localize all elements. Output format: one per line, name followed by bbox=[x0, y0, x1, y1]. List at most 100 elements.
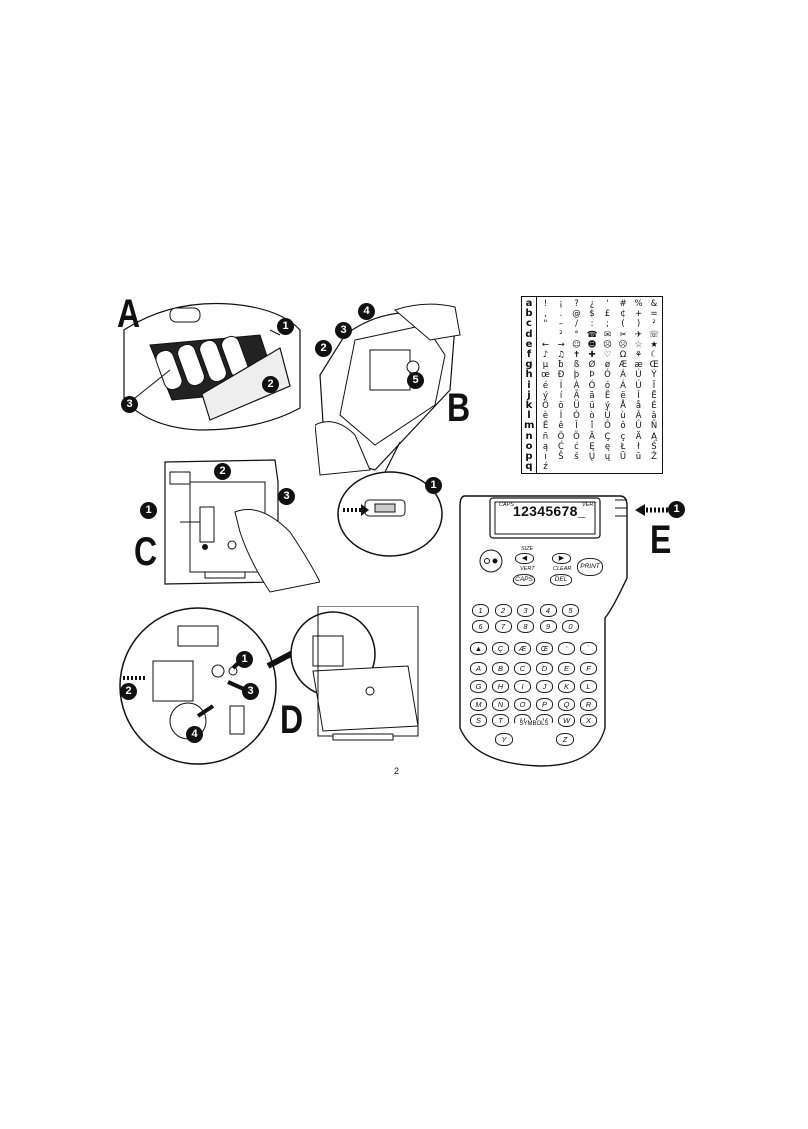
key-1-2[interactable]: 8 bbox=[517, 620, 534, 633]
key-2-2[interactable]: Æ bbox=[514, 642, 531, 655]
symbols-table-cell: Đ bbox=[557, 370, 565, 381]
key-1-1[interactable]: 7 bbox=[494, 620, 512, 633]
key-2-3[interactable]: Œ bbox=[536, 642, 553, 655]
figure-d-callout-3: 3 bbox=[242, 683, 259, 700]
print-button[interactable]: PRINT bbox=[577, 558, 603, 576]
key-2-0[interactable]: ▲ bbox=[470, 642, 487, 655]
symbols-table-cell: Ū bbox=[619, 452, 627, 462]
figure-d-callout-2: 2 bbox=[120, 683, 137, 700]
key-3-5[interactable]: F bbox=[580, 662, 597, 675]
symbols-table-cell: Â bbox=[635, 411, 642, 422]
symbols-table-cell: ¿ bbox=[589, 299, 595, 309]
symbols-table-cell: ų bbox=[604, 452, 611, 462]
symbols-table-cell: Ô bbox=[604, 421, 611, 432]
symbols-table-cell: ✉ bbox=[603, 329, 612, 340]
symbols-table-cell: ♪ bbox=[542, 350, 549, 360]
symbols-row-key: l bbox=[527, 410, 531, 422]
key-5-3[interactable]: P bbox=[536, 698, 553, 711]
symbols-table-cell: ✚ bbox=[588, 350, 596, 360]
figure-d-callout-4: 4 bbox=[186, 726, 203, 743]
symbols-table-cell: Ž bbox=[651, 452, 657, 462]
symbols-row-key: q bbox=[525, 461, 533, 473]
symbols-table-cell: Ò bbox=[573, 411, 580, 422]
symbols-table-cell: ☹ bbox=[618, 339, 628, 350]
symbols-table-cell: ù bbox=[620, 411, 626, 422]
symbols-table-cell: Þ bbox=[589, 370, 595, 381]
symbols-table-cell: Ś bbox=[651, 441, 657, 452]
lcd-vert-indicator: VERT bbox=[582, 502, 597, 508]
y-key[interactable]: Y bbox=[495, 733, 513, 746]
key-0-0[interactable]: 1 bbox=[472, 604, 489, 617]
key-3-2[interactable]: C bbox=[514, 662, 531, 675]
key-4-3[interactable]: J bbox=[536, 680, 553, 693]
symbols-table-cell: ⚘ bbox=[634, 350, 643, 360]
symbols-row-key: i bbox=[527, 379, 531, 391]
key-1-3[interactable]: 9 bbox=[539, 620, 557, 633]
symbols-table-cell: ♫ bbox=[557, 350, 565, 360]
tape-guide-illustration bbox=[119, 606, 419, 765]
clear-button[interactable]: ▶ bbox=[552, 553, 571, 564]
caps-button[interactable]: CAPS bbox=[513, 574, 535, 586]
symbols-table-cell: ° bbox=[574, 329, 579, 340]
symbols-table-cell: Ú bbox=[635, 380, 642, 391]
del-button[interactable]: DEL bbox=[550, 574, 572, 586]
symbols-table-cell: ę bbox=[604, 441, 611, 452]
key-5-0[interactable]: M bbox=[470, 698, 487, 711]
key-1-4[interactable]: 0 bbox=[562, 620, 579, 633]
figure-e-arrow bbox=[635, 504, 668, 516]
key-5-2[interactable]: O bbox=[514, 698, 531, 711]
z-key[interactable]: Z bbox=[556, 733, 574, 746]
lid-latch-zoom-illustration bbox=[337, 471, 443, 557]
symbols-table-cell: ☏ bbox=[648, 329, 660, 340]
figure-c-label: C bbox=[134, 530, 158, 574]
key-5-5[interactable]: R bbox=[580, 698, 597, 711]
key-6-0[interactable]: S bbox=[470, 714, 487, 727]
key-2-4[interactable]: ' bbox=[558, 642, 575, 655]
key-3-3[interactable]: D bbox=[536, 662, 553, 675]
key-1-0[interactable]: 6 bbox=[472, 620, 489, 633]
key-6-4[interactable]: W bbox=[558, 714, 575, 727]
key-2-5[interactable]: ` bbox=[580, 642, 597, 655]
symbols-table-row: a!¡?¿'#%& bbox=[522, 298, 662, 310]
key-5-1[interactable]: N bbox=[492, 698, 509, 711]
figure-a-callout-2: 2 bbox=[262, 376, 279, 393]
symbols-table-cell: É bbox=[651, 401, 657, 411]
key-4-1[interactable]: H bbox=[492, 680, 509, 693]
figure-b-callout-3: 3 bbox=[335, 322, 352, 339]
symbols-table-cell: ã bbox=[589, 390, 595, 401]
symbols-table-cell: Ã bbox=[573, 390, 580, 401]
symbols-table-cell: % bbox=[634, 299, 643, 309]
symbols-table-cell: ø bbox=[604, 360, 611, 371]
symbols-table-cell: ✂ bbox=[619, 329, 627, 340]
key-5-4[interactable]: Q bbox=[558, 698, 575, 711]
key-4-2[interactable]: I bbox=[514, 680, 531, 693]
key-0-1[interactable]: 2 bbox=[494, 604, 512, 617]
symbols-table-cell: ū bbox=[635, 452, 642, 462]
tape-compartment-illustration bbox=[315, 303, 461, 476]
key-6-1[interactable]: T bbox=[492, 714, 509, 727]
key-0-3[interactable]: 4 bbox=[539, 604, 557, 617]
key-6-5[interactable]: X bbox=[580, 714, 597, 727]
key-4-5[interactable]: L bbox=[580, 680, 597, 693]
symbols-table-cell: Û bbox=[635, 421, 642, 432]
key-3-4[interactable]: E bbox=[558, 662, 575, 675]
symbols-table-cell: Ê bbox=[542, 421, 549, 432]
symbols-table-cell: è bbox=[542, 411, 549, 422]
key-4-0[interactable]: G bbox=[470, 680, 487, 693]
key-4-4[interactable]: K bbox=[558, 680, 575, 693]
key-2-1[interactable]: Ç bbox=[492, 642, 509, 655]
key-3-0[interactable]: A bbox=[470, 662, 487, 675]
key-0-4[interactable]: 5 bbox=[562, 604, 579, 617]
symbols-button[interactable]: SYMBOLS bbox=[514, 720, 554, 731]
size-label: SIZE bbox=[521, 546, 534, 552]
battery-compartment-illustration bbox=[123, 302, 301, 431]
key-0-2[interactable]: 3 bbox=[517, 604, 534, 617]
symbols-table-cell: ' bbox=[606, 299, 609, 309]
symbols-table-cell: ) bbox=[636, 319, 641, 330]
key-3-1[interactable]: B bbox=[492, 662, 509, 675]
size-button[interactable]: ◀ bbox=[515, 553, 534, 564]
symbols-table-cell: £ bbox=[604, 309, 611, 320]
